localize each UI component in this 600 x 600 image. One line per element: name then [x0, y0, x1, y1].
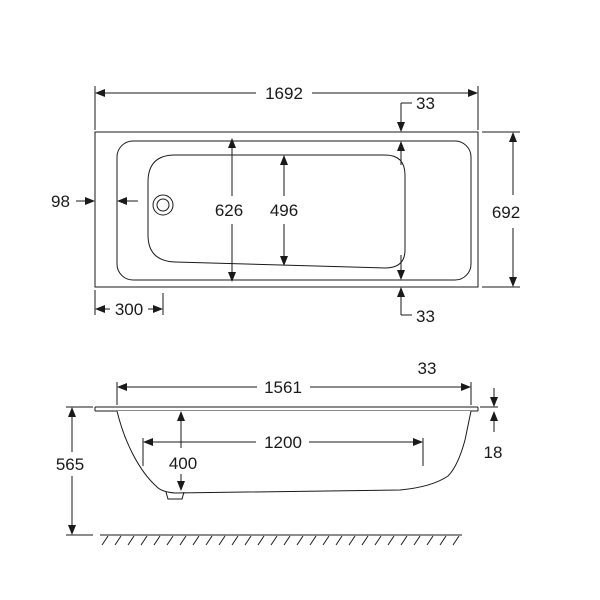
floor-hatch-line [270, 535, 278, 546]
floor-hatch-line [257, 535, 265, 546]
dimension-rim-thickness: 33 [418, 359, 437, 378]
dimension-rim-bottom: 33 [416, 307, 435, 326]
floor-hatch-line [400, 535, 408, 546]
floor-hatch-line [348, 535, 356, 546]
floor-hatch-line [452, 535, 460, 546]
floor-hatch-line [153, 535, 161, 546]
floor-hatch-line [127, 535, 135, 546]
side-view: 1561 33 18 1200 400 565 [56, 359, 503, 546]
floor-hatch-line [114, 535, 122, 546]
floor-hatch-line [231, 535, 239, 546]
floor-hatch-line [309, 535, 317, 546]
drain-inner-circle [156, 198, 170, 212]
floor-hatch-line [426, 535, 434, 546]
dimension-overall-length: 1692 [265, 84, 303, 103]
floor-hatch-line [413, 535, 421, 546]
tub-side-profile [116, 410, 472, 494]
floor-hatch-line [179, 535, 187, 546]
dimension-inner-depth: 400 [169, 454, 197, 473]
dimension-inner-width-foot: 496 [270, 201, 298, 220]
tub-rim-inner-outline [116, 140, 472, 281]
floor-hatch-line [296, 535, 304, 546]
floor-hatch-line [335, 535, 343, 546]
floor-hatch-line [361, 535, 369, 546]
dimension-rim-side: 98 [51, 192, 70, 211]
drain-outer-circle [152, 194, 174, 216]
dimension-rim-lip: 18 [484, 443, 503, 462]
dimension-waste-offset: 300 [115, 300, 143, 319]
floor-hatch-line [192, 535, 200, 546]
floor-hatch-line [101, 535, 109, 546]
dimension-overall-height: 565 [56, 455, 84, 474]
floor-hatching [101, 535, 460, 546]
dimension-rim-top: 33 [416, 94, 435, 113]
floor-hatch-line [140, 535, 148, 546]
floor-hatch-line [218, 535, 226, 546]
floor-hatch-line [205, 535, 213, 546]
dimension-overall-width: 692 [492, 203, 520, 222]
tub-outer-outline [94, 131, 479, 288]
plan-view: 1692 33 692 626 496 98 300 33 [51, 84, 520, 326]
floor-hatch-line [283, 535, 291, 546]
floor-hatch-line [374, 535, 382, 546]
floor-hatch-line [166, 535, 174, 546]
dimension-floor-length: 1200 [264, 433, 302, 452]
floor-hatch-line [439, 535, 447, 546]
waste-outlet [165, 491, 185, 500]
tub-basin-outline [147, 154, 406, 269]
floor-hatch-line [322, 535, 330, 546]
floor-hatch-line [387, 535, 395, 546]
floor-hatch-line [244, 535, 252, 546]
dimension-inner-width-head: 626 [215, 201, 243, 220]
dimension-inner-length: 1561 [264, 378, 302, 397]
